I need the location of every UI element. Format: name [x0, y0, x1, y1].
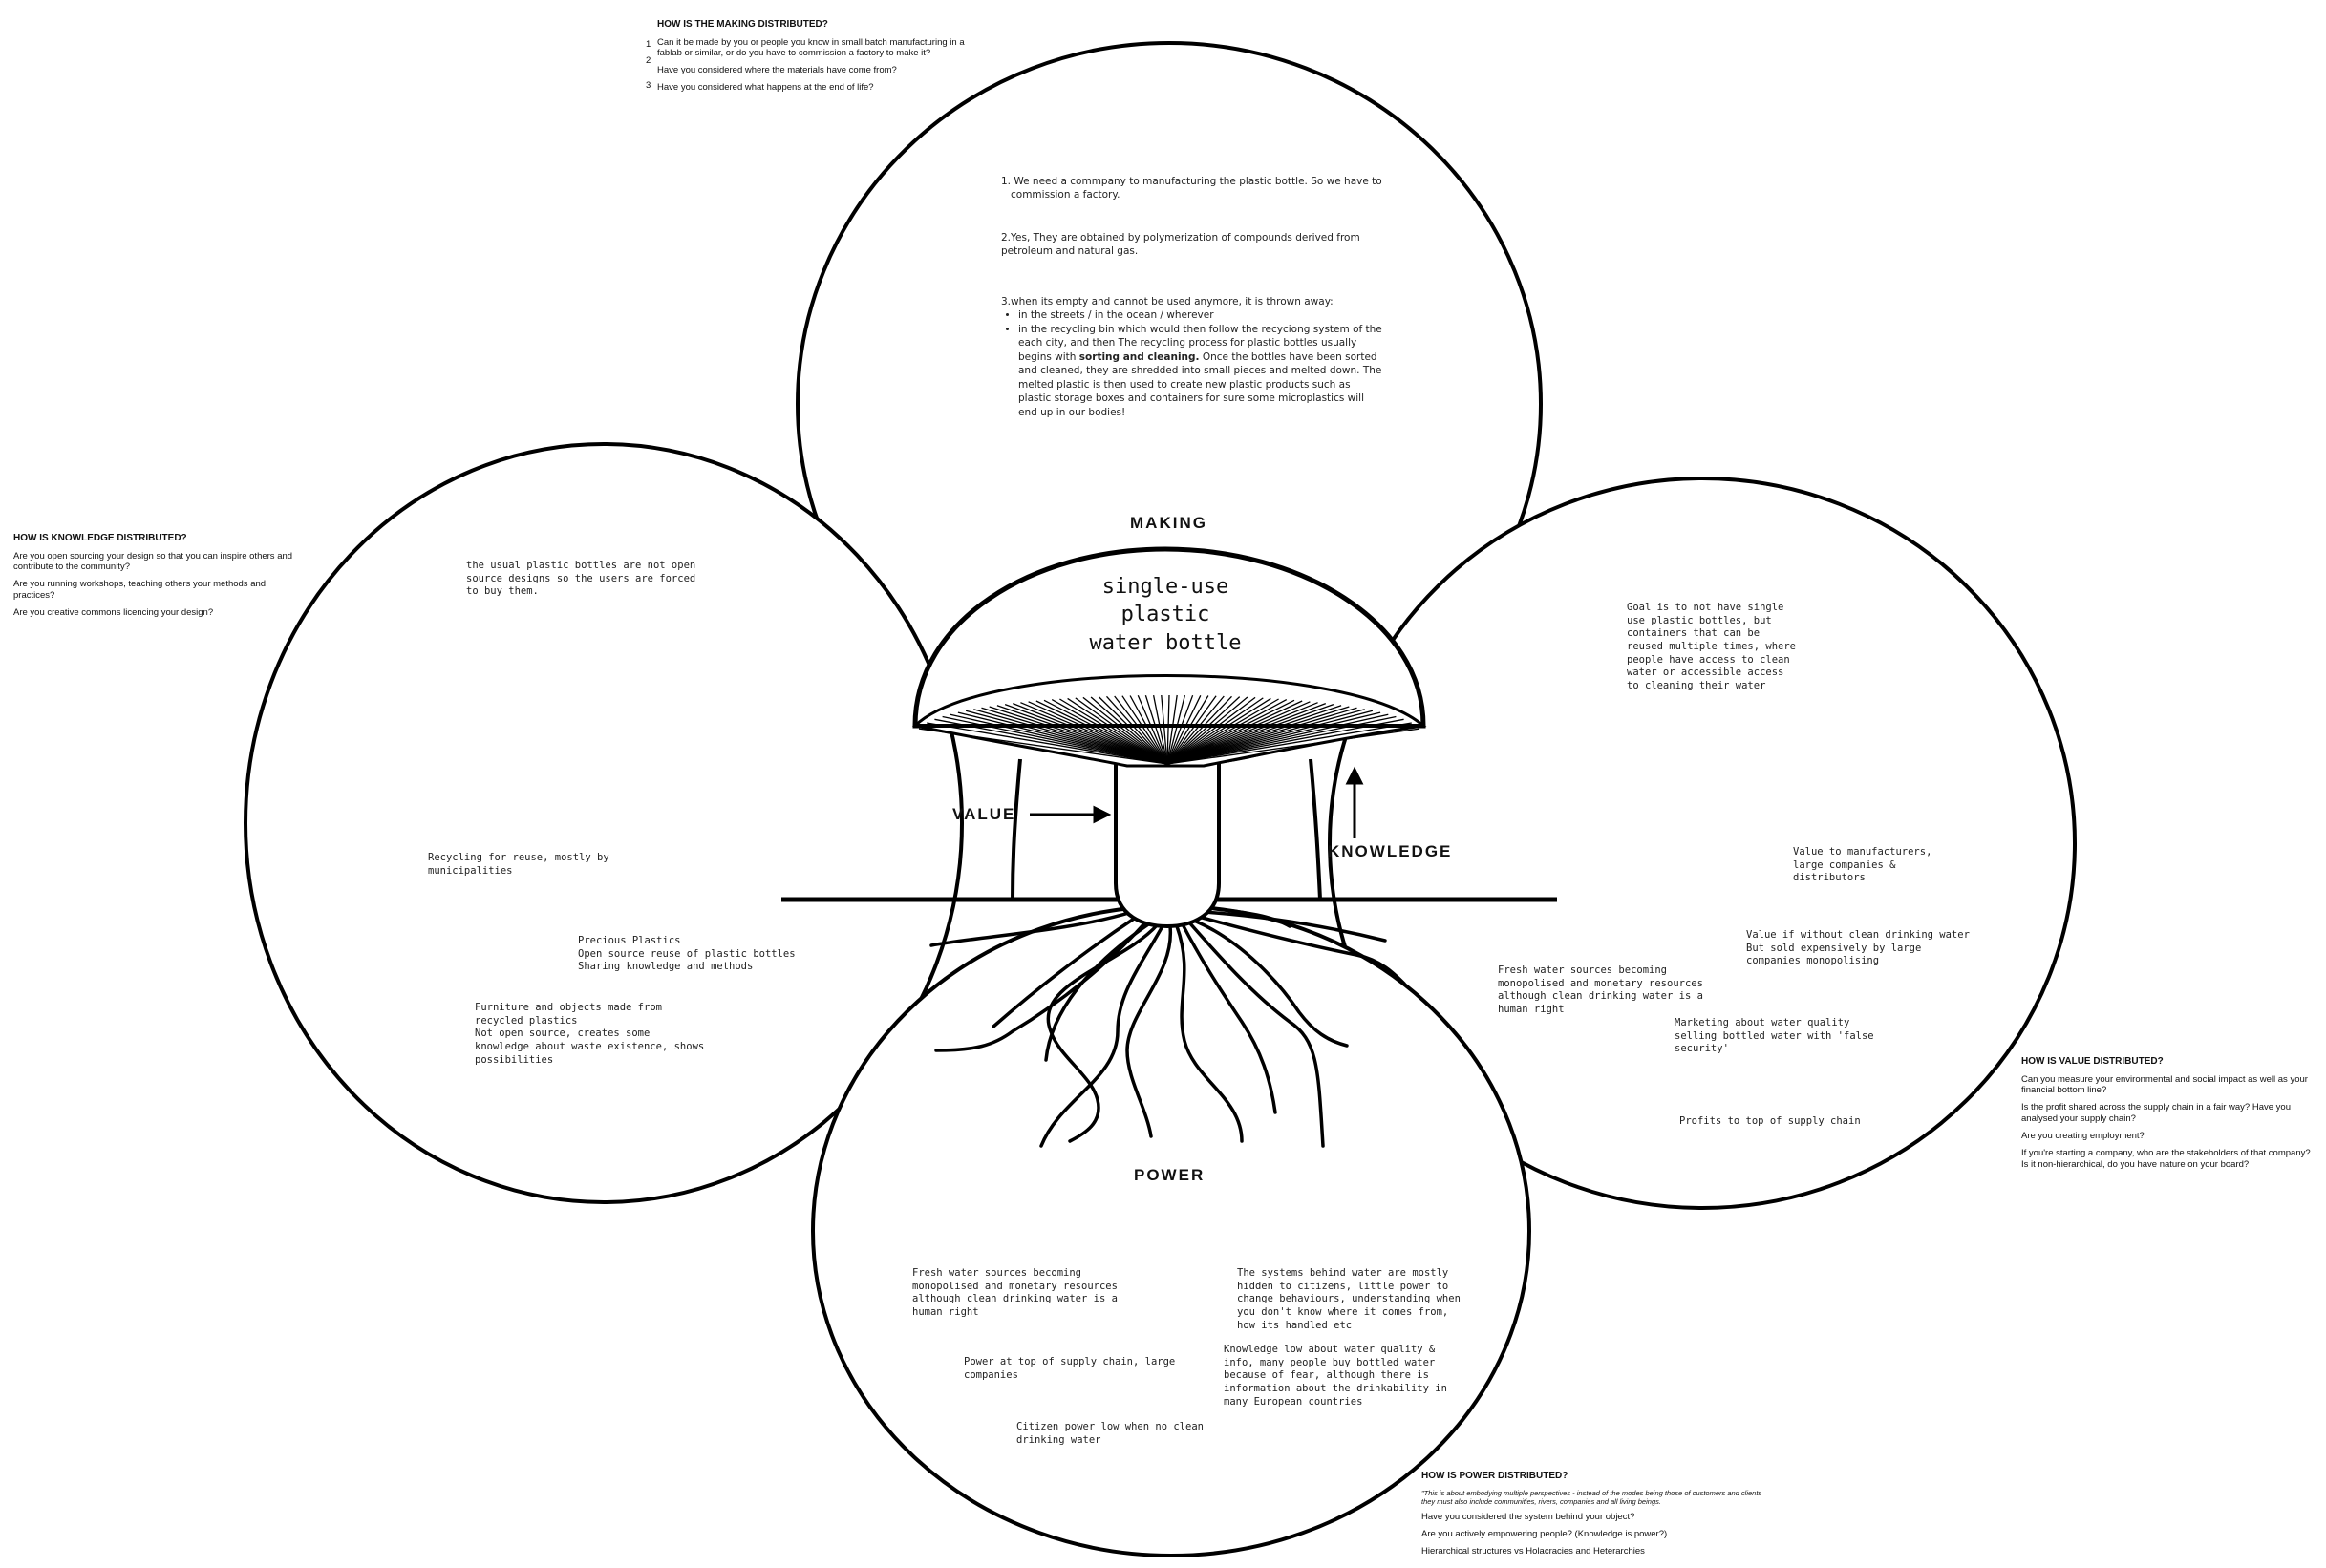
value-note-5: Marketing about water quality selling bo… [1675, 1017, 1874, 1055]
power-note-1: Fresh water sources becoming monopolised… [912, 1267, 1118, 1318]
value-circle [1328, 477, 2077, 1210]
making-answer-3-text-a: in the recycling bin which would then fo… [1018, 323, 1382, 363]
roots [929, 905, 1406, 1148]
value-question-3: Are you creating employment? [2021, 1131, 2145, 1141]
power-questions: HOW IS POWER DISTRIBUTED? "This is about… [1421, 1471, 1765, 1563]
power-note-4: Knowledge low about water quality & info… [1224, 1344, 1447, 1408]
knowledge-arrow [1345, 766, 1364, 838]
title-line-1: single-use [1101, 575, 1229, 599]
power-question-2: Are you actively empowering people? (Kno… [1421, 1529, 1668, 1540]
making-answers: 1. We need a commpany to manufacturing t… [1001, 175, 1383, 419]
making-answer-2: 2.Yes, They are obtained by polymerizati… [1001, 231, 1360, 258]
knowledge-note-1: the usual plastic bottles are not open s… [466, 560, 696, 598]
value-label: VALUE [952, 805, 1016, 823]
knowledge-questions-heading: HOW IS KNOWLEDGE DISTRIBUTED? [13, 533, 187, 543]
power-questions-heading: HOW IS POWER DISTRIBUTED? [1421, 1471, 1568, 1481]
making-questions-heading: HOW IS THE MAKING DISTRIBUTED? [657, 19, 828, 30]
making-label: MAKING [1130, 514, 1207, 532]
value-note-6: Profits to top of supply chain [1679, 1115, 1861, 1127]
knowledge-circle [244, 442, 964, 1204]
stem [1011, 728, 1322, 929]
making-answer-3-list: in the streets / in the ocean / wherever… [1001, 308, 1383, 419]
value-question-1: Can you measure your environmental and s… [2021, 1073, 2308, 1096]
power-label: POWER [1134, 1166, 1206, 1184]
title-line-3: water bottle [1089, 630, 1242, 655]
knowledge-questions: HOW IS KNOWLEDGE DISTRIBUTED? Are you op… [13, 533, 300, 625]
making-answer-3-bold: sorting and cleaning. [1078, 350, 1200, 363]
knowledge-question-3: Are you creative commons licencing your … [13, 607, 214, 618]
making-q-number-3: 3 [646, 80, 651, 91]
making-question-1: Can it be made by you or people you know… [657, 36, 965, 59]
value-questions: HOW IS VALUE DISTRIBUTED? Can you measur… [2021, 1056, 2317, 1176]
power-circle [811, 904, 1531, 1557]
knowledge-note-4: Furniture and objects made from recycled… [475, 1002, 705, 1066]
knowledge-question-1: Are you open sourcing your design so tha… [13, 550, 293, 573]
making-questions: HOW IS THE MAKING DISTRIBUTED? Can it be… [657, 19, 982, 99]
knowledge-label: KNOWLEDGE [1328, 842, 1453, 860]
making-answer-3-intro: 3.when its empty and cannot be used anym… [1001, 295, 1334, 307]
making-question-3: Have you considered what happens at the … [657, 82, 874, 94]
diagram-title: single-use plastic water bottle [1079, 573, 1251, 657]
knowledge-note-3: Precious Plastics Open source reuse of p… [578, 935, 796, 973]
value-note-2: Value to manufacturers, large companies … [1793, 846, 1932, 884]
power-quote: "This is about embodying multiple perspe… [1421, 1488, 1762, 1506]
making-question-2: Have you considered where the materials … [657, 65, 897, 76]
value-note-4: Fresh water sources becoming monopolised… [1498, 964, 1703, 1015]
power-question-1: Have you considered the system behind yo… [1421, 1512, 1635, 1523]
making-answer-3-text-b: Once the bottles have been sorted and cl… [1018, 350, 1382, 418]
title-line-2: plastic [1120, 603, 1210, 627]
power-question-3: Hierarchical structures vs Holacracies a… [1421, 1546, 1645, 1557]
cap [911, 546, 1427, 768]
knowledge-question-2: Are you running workshops, teaching othe… [13, 579, 267, 602]
making-answer-3-bullet-2: in the recycling bin which would then fo… [1018, 323, 1383, 419]
value-note-3: Value if without clean drinking water Bu… [1746, 929, 1970, 967]
value-questions-heading: HOW IS VALUE DISTRIBUTED? [2021, 1056, 2164, 1067]
value-note-1: Goal is to not have single use plastic b… [1627, 602, 1797, 691]
value-question-2: Is the profit shared across the supply c… [2021, 1102, 2291, 1125]
power-note-3: Power at top of supply chain, large comp… [964, 1356, 1176, 1381]
value-arrow [1030, 805, 1112, 824]
power-note-2: The systems behind water are mostly hidd… [1237, 1267, 1461, 1331]
making-answer-1: 1. We need a commpany to manufacturing t… [1001, 176, 1382, 201]
making-answer-3-bullet-1: in the streets / in the ocean / wherever [1018, 308, 1383, 322]
power-note-5: Citizen power low when no clean drinking… [1016, 1421, 1204, 1446]
making-q-number-1: 1 [646, 39, 651, 50]
value-question-4: If you're starting a company, who are th… [2021, 1147, 2311, 1170]
making-q-number-2: 2 [646, 55, 651, 66]
knowledge-note-2: Recycling for reuse, mostly by municipal… [428, 852, 609, 877]
